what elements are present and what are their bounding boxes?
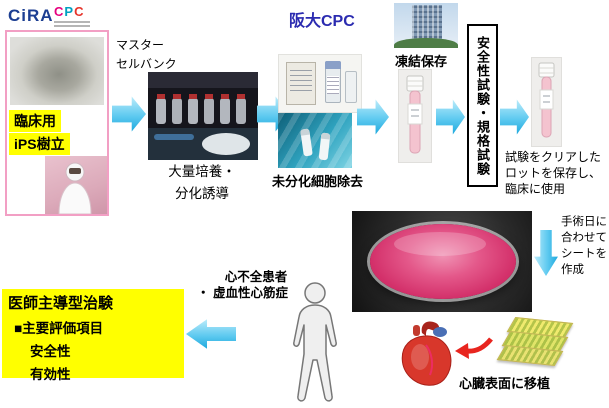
cleanroom-worker-photo	[45, 156, 107, 214]
clinical-use-label: 臨床用	[9, 110, 61, 132]
differentiation-line2: 分化誘導	[175, 185, 229, 201]
flow-arrow-4	[436, 99, 465, 135]
reagent-vial-large	[325, 61, 341, 103]
patient-line1: 心不全患者	[224, 270, 288, 284]
flow-arrow-down-sheet	[534, 230, 558, 276]
mass-culture-label: 大量培養・ 分化誘導	[146, 161, 258, 204]
bioreactor-facility-illustration	[148, 72, 258, 160]
safety-spec-test-label: 安全性試験・規格試験	[475, 35, 490, 176]
flow-arrow-5	[500, 99, 529, 135]
patient-label: 心不全患者 ・ 虚血性心筋症	[197, 269, 315, 302]
cpc-letter-c2: C	[74, 4, 85, 19]
ips-establishment-label: iPS樹立	[9, 133, 70, 155]
mass-culture-line1: 大量培養・	[168, 164, 236, 179]
petri-dish	[370, 224, 516, 299]
cryotube-illustration-2	[538, 62, 555, 138]
trial-endpoint-efficacy: 有効性	[30, 367, 71, 382]
cell-processing-photo	[278, 113, 352, 168]
master-cell-bank-line1: マスター	[116, 38, 165, 52]
cryopreservation-label: 凍結保存	[395, 54, 448, 69]
cpc-letter-c1: C	[54, 4, 65, 19]
ips-colony-photo	[10, 37, 104, 105]
building-trees	[394, 38, 458, 48]
heart-photo	[392, 315, 458, 391]
cira-logo: CiRA	[8, 6, 54, 25]
transplant-red-arrow-icon	[455, 334, 493, 360]
cpc-logo: CPC	[54, 4, 96, 32]
cira-clinical-ips-box: 臨床用 iPS樹立	[5, 30, 109, 216]
tray-light-streaks	[278, 113, 352, 168]
vial-label	[327, 76, 339, 94]
patient-silhouette	[282, 282, 348, 406]
osaka-cpc-title: 阪大CPC	[289, 13, 355, 30]
transplant-label: 心臓表面に移植	[459, 376, 551, 391]
cpc-caption-bar	[54, 25, 90, 27]
master-cell-bank-line2: セルバンク	[116, 56, 177, 71]
reagent-vial-small	[345, 71, 357, 103]
osaka-cpc-building-photo	[394, 3, 458, 48]
cryotube-photo-2	[531, 57, 562, 147]
trial-endpoint-safety: 安全性	[30, 344, 71, 359]
flow-arrow-to-trial	[186, 319, 236, 349]
trial-title: 医師主導型治験	[8, 295, 114, 312]
sheet-preparation-note: 手術日に合わせてシートを作成	[561, 216, 607, 277]
safety-spec-test-box: 安全性試験・規格試験	[467, 24, 498, 187]
undifferentiated-removal-label: 未分化細胞除去	[272, 174, 364, 189]
reagent-package-photo	[278, 54, 362, 113]
flow-arrow-1	[112, 96, 146, 132]
master-cell-bank-label: マスター セルバンク	[116, 36, 177, 73]
cleanroom-worker-illustration	[58, 162, 92, 214]
carton-label-lines	[290, 69, 312, 91]
dish-glare	[394, 232, 486, 256]
trial-endpoints-header: ■主要評価項目	[14, 321, 104, 336]
cell-sheet-dish-photo	[352, 211, 532, 312]
heart-illustration	[401, 321, 452, 386]
building-tower	[412, 5, 442, 43]
human-figure-illustration	[293, 282, 337, 402]
cell-sheet-stack	[496, 316, 574, 370]
reagent-carton	[286, 62, 316, 105]
cryotube-photo-1	[398, 69, 432, 163]
cpc-logo-letters: CPC	[54, 4, 96, 19]
investigator-trial-box: 医師主導型治験 ■主要評価項目 安全性 有効性	[2, 289, 184, 382]
red-curved-arrow	[455, 337, 493, 359]
patient-line2: ・ 虚血性心筋症	[197, 286, 288, 301]
cryotube-illustration-1	[406, 75, 424, 154]
bioreactor-facility-photo	[148, 72, 258, 160]
cpc-caption-bar	[54, 21, 90, 23]
cleared-lot-note: 試験をクリアしたロットを保存し、臨床に使用	[505, 150, 602, 197]
vial-cap	[325, 61, 341, 69]
cpc-letter-p: P	[64, 4, 75, 19]
